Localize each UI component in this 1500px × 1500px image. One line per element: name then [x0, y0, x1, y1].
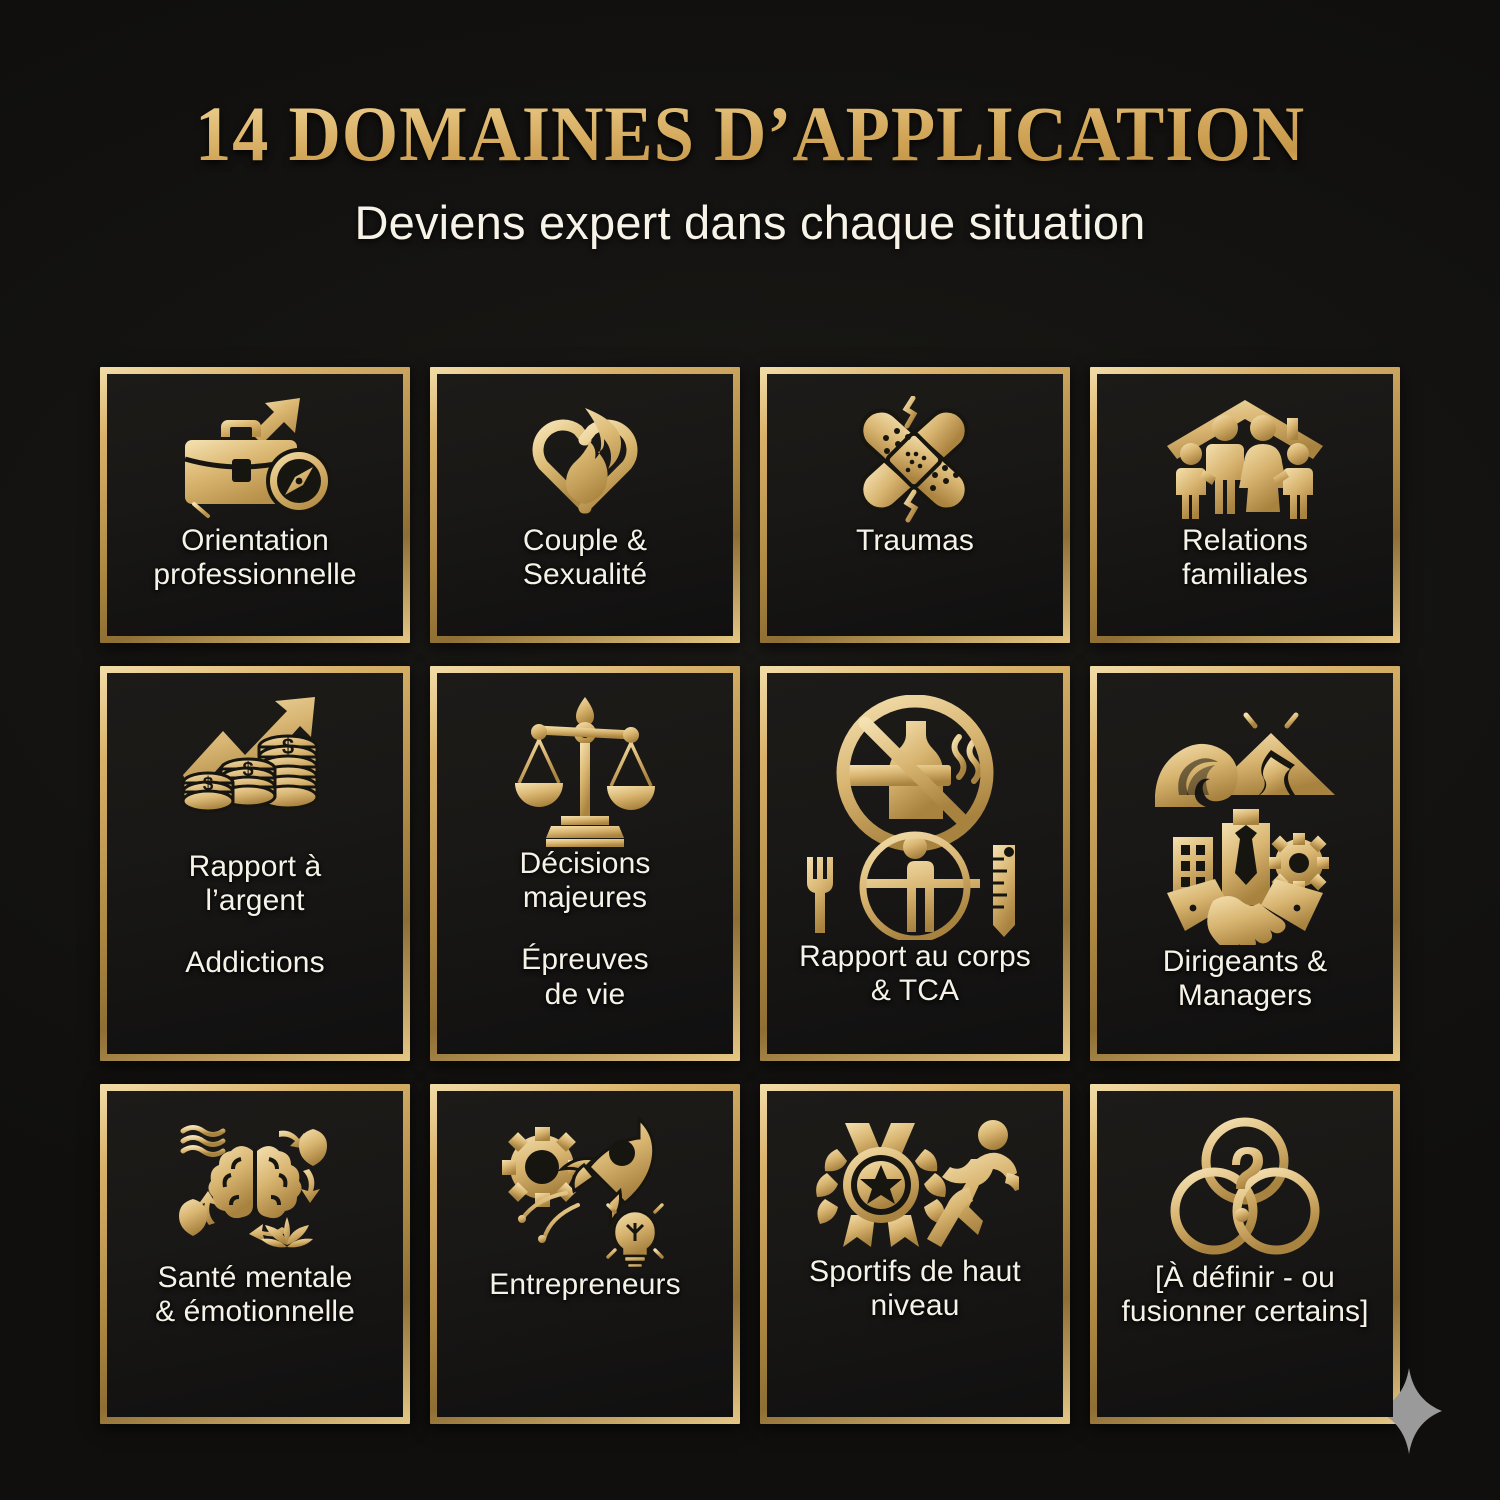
- domain-card-rapport-a-largent[interactable]: $ $ $ Rapport à l’argent Addictions: [100, 666, 410, 1061]
- svg-text:$: $: [282, 734, 294, 759]
- domain-label: Rapport à l’argent: [188, 850, 322, 918]
- double-heart-flame-icon: [502, 396, 668, 524]
- domain-label: Traumas: [856, 524, 974, 557]
- header: 14 DOMAINES D’APPLICATION Deviens expert…: [0, 95, 1500, 250]
- medal-runner-icon: [811, 1113, 1019, 1255]
- domain-card-traumas[interactable]: Traumas: [760, 367, 1070, 643]
- question-circles-icon: [1170, 1113, 1320, 1261]
- brain-cycle-heart-lotus-icon: [169, 1113, 341, 1261]
- domain-label: Rapport au corps & TCA: [799, 940, 1031, 1008]
- briefcase-compass-arrow-icon: [166, 396, 344, 524]
- domain-card-dirigeants-managers[interactable]: Dirigeants & Managers: [1090, 666, 1400, 1061]
- svg-text:$: $: [203, 774, 214, 795]
- domain-label: Orientation professionnelle: [153, 524, 357, 592]
- justice-scales-icon: [511, 695, 659, 847]
- domain-card-rapport-au-corps-tca[interactable]: Rapport au corps & TCA: [760, 666, 1070, 1061]
- domain-label: Relations familiales: [1181, 524, 1309, 592]
- domain-label: Santé mentale & émotionnelle: [155, 1261, 355, 1329]
- page-subtitle: Deviens expert dans chaque situation: [354, 196, 1146, 249]
- domain-card-a-definir[interactable]: [À définir - ou fusionner certains]: [1090, 1084, 1400, 1424]
- domain-label: Décisions majeures: [519, 847, 651, 915]
- domain-sublabel: Épreuves de vie: [521, 943, 649, 1011]
- no-alcohol-smoking-body-icon: [799, 695, 1031, 940]
- domain-card-orientation-professionnelle[interactable]: Orientation professionnelle: [100, 367, 410, 643]
- four-point-star-icon: [1376, 1368, 1442, 1454]
- crossed-bandages-icon: [840, 396, 990, 524]
- domain-label: Sportifs de haut niveau: [809, 1255, 1021, 1323]
- domain-sublabel: Addictions: [185, 946, 325, 980]
- domain-card-relations-familiales[interactable]: Relations familiales: [1090, 367, 1400, 643]
- domain-card-sportifs-de-haut-niveau[interactable]: Sportifs de haut niveau: [760, 1084, 1070, 1424]
- page-title: 14 DOMAINES D’APPLICATION: [53, 95, 1448, 173]
- svg-text:$: $: [242, 759, 253, 781]
- coins-growth-arrow-icon: $ $ $: [175, 695, 335, 850]
- domain-label: Entrepreneurs: [489, 1268, 681, 1301]
- domain-card-entrepreneurs[interactable]: Entrepreneurs: [430, 1084, 740, 1424]
- domain-card-decisions-majeures[interactable]: Décisions majeures Épreuves de vie: [430, 666, 740, 1061]
- domain-label: [À définir - ou fusionner certains]: [1121, 1261, 1369, 1329]
- domains-grid: Orientation professionnelle: [100, 367, 1400, 1424]
- domain-label: Dirigeants & Managers: [1162, 945, 1328, 1013]
- domain-label: Couple & Sexualité: [522, 524, 648, 592]
- family-under-roof-icon: [1163, 396, 1327, 524]
- domain-card-sante-mentale-emotionnelle[interactable]: Santé mentale & émotionnelle: [100, 1084, 410, 1424]
- domain-card-couple-sexualite[interactable]: Couple & Sexualité: [430, 367, 740, 643]
- rocket-gear-bulb-icon: [500, 1113, 670, 1268]
- wave-mountain-handshake-icon: [1147, 695, 1343, 945]
